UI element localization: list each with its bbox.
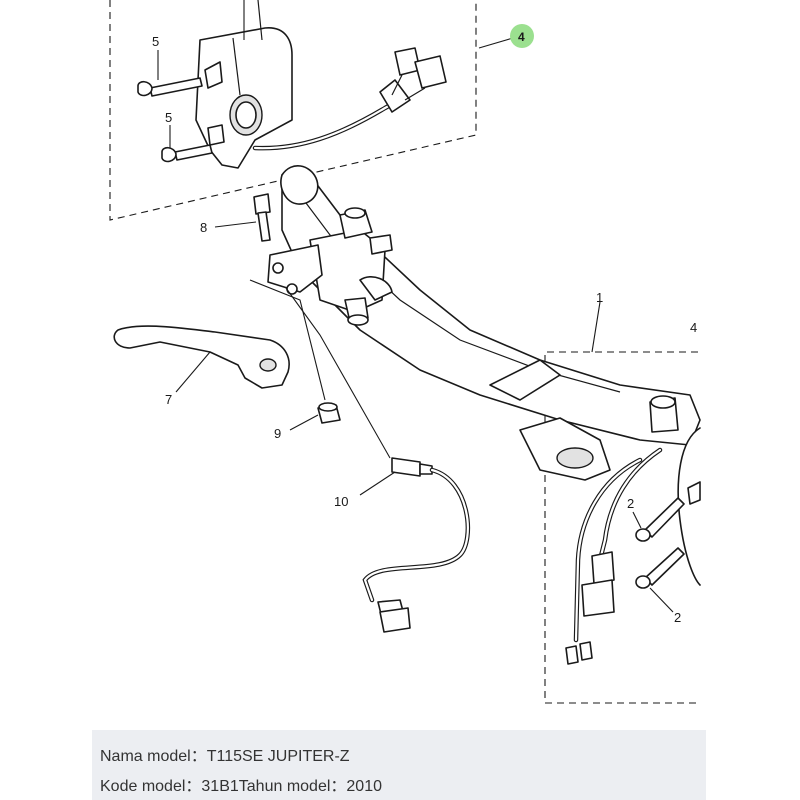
callout-10: 10 (334, 494, 348, 509)
model-name-row: Nama model：T115SE JUPITER-Z (100, 742, 350, 766)
model-info-panel: Nama model：T115SE JUPITER-Z Kode model：3… (92, 730, 706, 800)
callout-9: 9 (274, 426, 281, 441)
switch-cable (252, 47, 447, 151)
right-switch-housing (677, 427, 701, 586)
screw-lower (161, 144, 213, 163)
parts-diagram: 4 5 5 8 7 9 10 1 4 2 2 (109, 0, 701, 704)
screw-right-upper (635, 497, 685, 542)
right-switch-assembly-boundary (544, 351, 700, 704)
switch-assembly-boundary (109, 0, 477, 221)
callout-1: 1 (596, 290, 603, 305)
brake-master-cylinder (267, 207, 393, 326)
pivot-bolt (253, 193, 271, 242)
callout-4-highlighted: 4 (518, 30, 525, 44)
handlebar-frame (280, 165, 701, 481)
model-code-label: Kode model： (100, 778, 202, 795)
model-code-row: Kode model：31B1Tahun model：2010 (100, 772, 382, 796)
callout-2-lower: 2 (674, 610, 681, 625)
callout-labels: 4 5 5 8 7 9 10 1 4 2 2 (152, 24, 697, 625)
left-switch-housing (195, 0, 293, 169)
callout-8: 8 (200, 220, 207, 235)
model-name-label: Nama model： (100, 748, 207, 765)
brake-lever (113, 325, 290, 389)
model-year-value: 2010 (346, 778, 382, 795)
screw-right-lower (635, 547, 685, 589)
callout-4-right: 4 (690, 320, 697, 335)
callout-5-lower: 5 (165, 110, 172, 125)
model-name-value: T115SE JUPITER-Z (206, 748, 350, 765)
callout-7: 7 (165, 392, 172, 407)
callout-5-upper: 5 (152, 34, 159, 49)
right-switch-cable (565, 447, 663, 665)
callout-2-upper: 2 (627, 496, 634, 511)
leader-lines (157, 0, 674, 613)
highlight-badge (510, 24, 534, 48)
brake-switch-cable (362, 457, 471, 633)
screw-upper (137, 77, 203, 97)
model-code-value: 31B1 (201, 778, 239, 795)
lock-nut (317, 402, 341, 424)
model-year-label: Tahun model： (238, 778, 347, 795)
